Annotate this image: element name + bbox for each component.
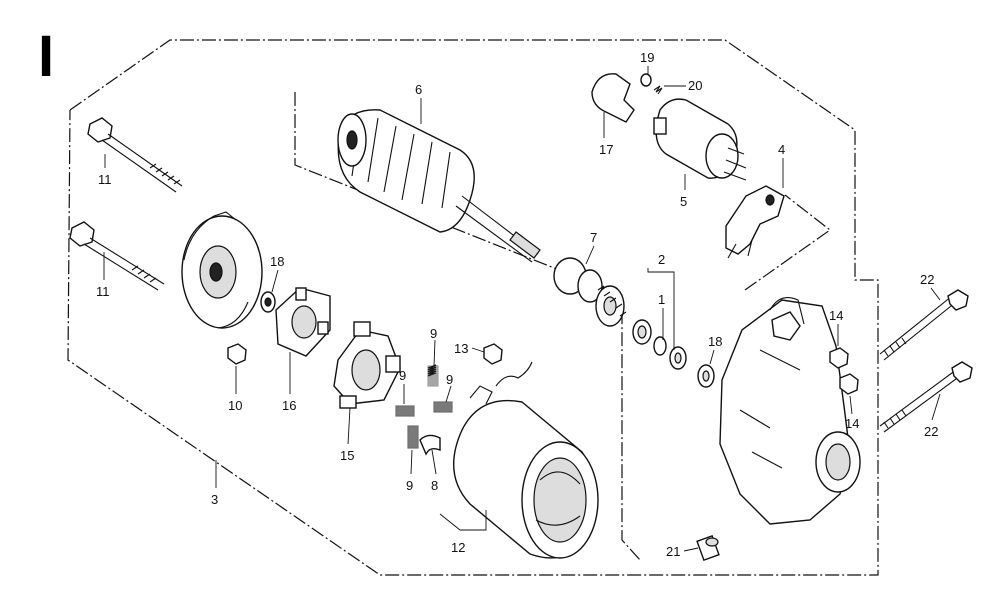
bush-21 [696, 534, 720, 562]
assembly-boundary [67, 39, 879, 576]
callout-21: 21 [666, 544, 680, 559]
brush-plate [275, 287, 331, 357]
plunger [591, 73, 635, 123]
yoke-assembly [452, 361, 599, 559]
callout-3: 3 [211, 492, 218, 507]
callout-1: 1 [658, 292, 665, 307]
section-mark: I [38, 24, 54, 89]
through-bolt-lower [69, 221, 165, 291]
callout-17: 17 [599, 142, 613, 157]
callout-14-upper: 14 [829, 308, 843, 323]
callout-12: 12 [451, 540, 465, 555]
shift-lever [725, 185, 785, 259]
callout-2: 2 [658, 252, 665, 267]
bolt-22-lower [879, 361, 973, 433]
callout-14-lower: 14 [845, 416, 859, 431]
front-housing [719, 297, 861, 525]
callout-10: 10 [228, 398, 242, 413]
nut-10 [227, 343, 247, 365]
callout-22-lower: 22 [924, 424, 938, 439]
spring-20 [653, 85, 663, 95]
callout-8: 8 [431, 478, 438, 493]
callout-13: 13 [454, 341, 468, 356]
callout-20: 20 [688, 78, 702, 93]
brush-spring-3 [433, 401, 453, 413]
callout-9-bottom: 9 [406, 478, 413, 493]
callout-9-top: 9 [430, 326, 437, 341]
bolt-22-upper [879, 289, 969, 361]
callout-7: 7 [590, 230, 597, 245]
callout-16: 16 [282, 398, 296, 413]
brush-spring-4 [407, 425, 419, 449]
nut-13 [483, 343, 503, 365]
through-bolt-upper [87, 117, 183, 193]
solenoid [653, 98, 747, 181]
callout-15: 15 [340, 448, 354, 463]
callout-6: 6 [415, 82, 422, 97]
brush-8 [419, 434, 441, 456]
lever-group-boundary [744, 194, 832, 291]
callout-9-right: 9 [446, 372, 453, 387]
brush-spring-2 [395, 405, 415, 417]
leader-lines [103, 66, 941, 552]
rear-cover [181, 211, 263, 329]
washer-19 [640, 73, 652, 87]
callout-19: 19 [640, 50, 654, 65]
callout-5: 5 [680, 194, 687, 209]
nut-14-upper [829, 347, 849, 369]
callout-18-left: 18 [270, 254, 284, 269]
callout-11-upper: 11 [98, 172, 112, 187]
pinion-drive [553, 257, 627, 327]
callout-11-lower: 11 [96, 284, 110, 299]
callout-22-upper: 22 [920, 272, 934, 287]
callout-18-right: 18 [708, 334, 722, 349]
callout-4: 4 [778, 142, 785, 157]
brush-spring-1 [427, 364, 439, 387]
callout-numbers: 6 7 17 19 20 5 4 2 1 11 11 18 10 16 15 9… [96, 50, 938, 559]
armature [337, 109, 541, 263]
nut-14-lower [839, 373, 859, 395]
brush-holder [333, 321, 401, 409]
callout-9-left: 9 [399, 368, 406, 383]
snap-ring [653, 336, 667, 356]
